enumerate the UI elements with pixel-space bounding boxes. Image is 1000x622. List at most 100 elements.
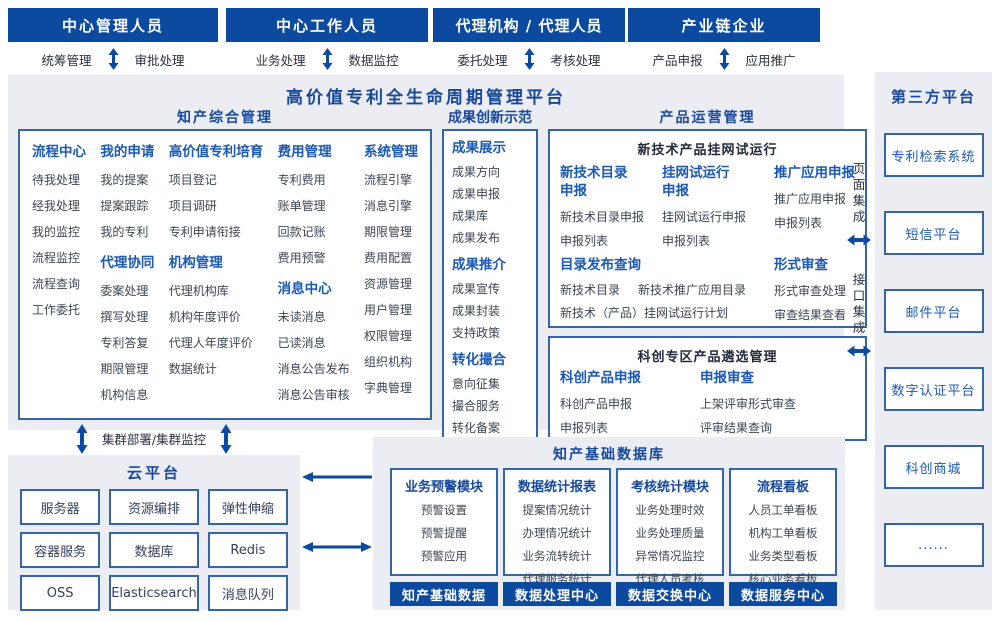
menu-column: 高价值专利培育 项目登记项目调研专利申请衔接 机构管理 代理机构库机构年度评价代…: [169, 143, 264, 410]
section-box: 流程中心 待我处理经我处理我的监控流程监控流程查询工作委托 我的申请 我的提案提…: [18, 129, 432, 420]
menu-item: 机构年度评价: [168, 310, 241, 324]
cloud-service-box: 弹性伸缩: [207, 489, 288, 525]
menu-item: 工作委托: [32, 303, 81, 317]
group-title: 推广应用申报: [774, 165, 855, 181]
menu-group: 成果推介 成果宣传成果封装支持政策: [452, 256, 528, 340]
menu-item: 组织机构: [363, 355, 412, 369]
group-items: 项目登记项目调研专利申请衔接: [169, 173, 264, 239]
group-title: 挂网试运行申报: [662, 165, 730, 199]
menu-item: 成果库: [452, 209, 489, 223]
module-title: 数据统计报表: [517, 480, 596, 495]
group-items: 新技术目录新技术推广应用目录新技术（产品）挂网试运行计划: [560, 274, 768, 320]
role-group-center-managers: 中心管理人员 统筹管理 审批处理: [8, 8, 218, 71]
menu-group: 成果展示 成果方向成果申报成果库成果发布: [452, 139, 528, 245]
third-party-sidebar: 第三方平台 专利检索系统短信平台邮件平台数字认证平台科创商城......: [875, 72, 992, 610]
horizontal-double-arrow-icon: [847, 234, 871, 246]
group-title: 机构管理: [168, 255, 223, 271]
menu-group: 形式审查 形式审查处理审查结果查看: [774, 256, 855, 322]
module-item: 预警提醒: [421, 526, 467, 540]
menu-item: 专利答复: [100, 336, 149, 350]
platform-panel: 高价值专利全生命周期管理平台 知产综合管理 流程中心 待我处理经我处理我的监控流…: [8, 75, 867, 445]
group-items: 待我处理经我处理我的监控流程监控流程查询工作委托: [32, 173, 86, 317]
menu-item: 审查结果查看: [774, 308, 847, 322]
third-party-box: 邮件平台: [883, 289, 984, 333]
menu-item: 成果申报: [452, 187, 501, 201]
menu-item: 未读消息: [277, 310, 326, 324]
database-title: 知产基础数据库: [553, 447, 665, 463]
menu-item: 字典管理: [363, 381, 412, 395]
cloud-service-box: OSS: [20, 575, 101, 611]
menu-item: 科创产品申报: [560, 397, 633, 411]
group-title: 转化撮合: [452, 352, 506, 368]
menu-item: 我的专利: [100, 225, 149, 239]
menu-item: 数据统计: [168, 362, 217, 376]
group-items: 代理机构库机构年度评价代理人年度评价数据统计: [169, 284, 264, 376]
module-title: 流程看板: [756, 480, 809, 495]
database-column: 数据统计报表 提案情况统计办理情况统计业务流转统计代理服务统计 数据处理中心: [503, 468, 611, 606]
panel-new-tech-trial: 新技术产品挂网试运行 新技术目录申报 新技术目录申报申报列表 挂网试运行申报 挂…: [548, 129, 867, 328]
menu-group: 挂网试运行申报 挂网试运行申报申报列表: [662, 164, 768, 248]
module-item: 机构工单看板: [748, 526, 818, 540]
menu-item: 机构信息: [100, 388, 149, 402]
cluster-label: 集群部署/集群监控: [101, 432, 207, 447]
menu-item: 流程引擎: [363, 173, 412, 187]
section-ip-management: 知产综合管理 流程中心 待我处理经我处理我的监控流程监控流程查询工作委托 我的申…: [18, 107, 432, 420]
menu-item: 申报列表: [560, 421, 609, 435]
module-items: 业务处理时效业务处理质量异常情况监控代理人员考核: [618, 502, 722, 587]
cloud-service-box: 资源编排: [109, 489, 199, 525]
module-title: 业务预警模块: [404, 480, 483, 495]
group-title: 形式审查: [774, 257, 828, 273]
role-actions: 委托处理 考核处理: [433, 47, 625, 71]
menu-column: 费用管理 专利费用账单管理回款记账费用预警 消息中心 未读消息已读消息消息公告发…: [278, 143, 350, 410]
module-item: 异常情况监控: [635, 549, 705, 563]
module-box: 流程看板 人员工单看板机构工单看板业务类型看板核心业务看板: [729, 468, 837, 586]
role-group-agency: 代理机构 / 代理人员 委托处理 考核处理: [433, 8, 625, 71]
menu-item: 挂网试运行申报: [662, 210, 747, 224]
group-title: 流程中心: [32, 144, 86, 160]
module-items: 预警设置预警提醒预警应用: [392, 502, 496, 564]
group-title: 费用管理: [277, 144, 332, 160]
role-group-center-staff: 中心工作人员 业务处理 数据监控: [226, 8, 428, 71]
group-title: 代理协同: [100, 255, 155, 271]
group-items: 专利费用账单管理回款记账费用预警: [278, 173, 350, 265]
group-items: 形式审查处理审查结果查看: [774, 284, 855, 322]
group-items: 上架评审形式审查评审结果查询: [700, 397, 855, 435]
menu-group: 流程中心 待我处理经我处理我的监控流程监控流程查询工作委托: [32, 143, 86, 317]
api-integration-label: 接口集成: [852, 272, 866, 335]
menu-group: 科创产品申报 科创产品申报申报列表: [560, 369, 700, 435]
data-center-bar: 数据服务中心: [729, 582, 837, 606]
module-item: 业务处理质量: [635, 526, 705, 540]
module-item: 办理情况统计: [522, 526, 592, 540]
menu-item: 成果宣传: [452, 282, 501, 296]
role-action-label: 考核处理: [550, 52, 601, 68]
menu-item: 费用预警: [277, 251, 326, 265]
module-item: 预警设置: [421, 503, 467, 517]
menu-group: 高价值专利培育 项目登记项目调研专利申请衔接: [169, 143, 264, 239]
menu-group: 我的申请 我的提案提案跟踪我的专利: [100, 143, 154, 239]
menu-item: 费用配置: [363, 251, 412, 265]
role-action-label: 审批处理: [134, 52, 185, 68]
panel-grid: 新技术目录申报 新技术目录申报申报列表 挂网试运行申报 挂网试运行申报申报列表 …: [550, 158, 865, 326]
group-items: 流程引擎消息引擎期限管理费用配置资源管理用户管理权限管理组织机构字典管理: [364, 173, 418, 395]
menu-group: 代理协同 委案处理撰写处理专利答复期限管理机构信息: [100, 254, 154, 402]
group-title: 申报审查: [700, 370, 754, 386]
group-title: 消息中心: [277, 281, 332, 297]
menu-item: 提案跟踪: [100, 199, 149, 213]
database-column: 流程看板 人员工单看板机构工单看板业务类型看板核心业务看板 数据服务中心: [729, 468, 837, 606]
menu-item: 申报列表: [774, 216, 823, 230]
panel-sci-innovation-selection: 科创专区产品遴选管理 科创产品申报 科创产品申报申报列表 申报审查 上架评审形式…: [548, 336, 867, 441]
database-column: 业务预警模块 预警设置预警提醒预警应用 知产基础数据: [390, 468, 498, 606]
cloud-service-box: 数据库: [109, 532, 199, 568]
role-action-label: 业务处理: [255, 52, 306, 68]
module-items: 人员工单看板机构工单看板业务类型看板核心业务看板: [731, 502, 835, 587]
group-items: 我的提案提案跟踪我的专利: [100, 173, 154, 239]
group-items: 科创产品申报申报列表: [560, 397, 700, 435]
menu-group: 转化撮合 意向征集撮合服务转化备案: [452, 351, 528, 435]
left-arrow-icon: [302, 472, 372, 482]
product-panels: 新技术产品挂网试运行 新技术目录申报 新技术目录申报申报列表 挂网试运行申报 挂…: [548, 129, 867, 441]
vertical-double-arrow-icon: [76, 423, 88, 454]
menu-item: 用户管理: [363, 303, 412, 317]
panel-grid: 科创产品申报 科创产品申报申报列表 申报审查 上架评审形式审查评审结果查询: [550, 365, 865, 439]
menu-item: 转化备案: [452, 421, 501, 435]
